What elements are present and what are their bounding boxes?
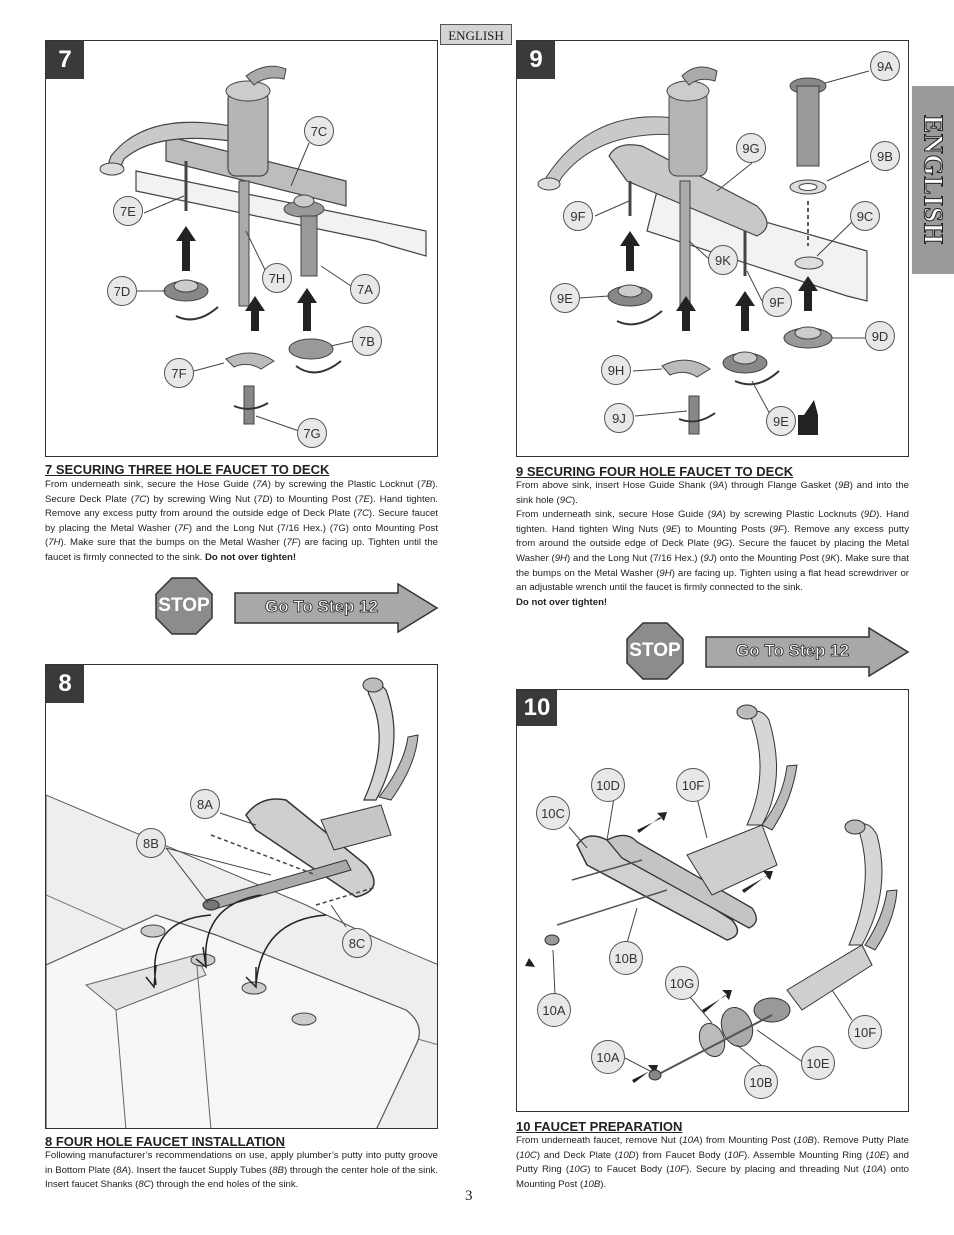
step-10-number: 10 — [517, 690, 557, 726]
callout-10e: 10E — [801, 1046, 835, 1080]
go-to-step-12-arrow-2: Go To Step 12 — [704, 627, 910, 677]
callout-8b: 8B — [136, 828, 166, 858]
go-to-step-12-arrow-1: Go To Step 12 — [233, 583, 439, 633]
callout-9e-top: 9E — [550, 283, 580, 313]
callout-10b-top: 10B — [609, 941, 643, 975]
callout-9d: 9D — [865, 321, 895, 351]
stop-sign-1: STOP — [155, 577, 213, 635]
callout-7f: 7F — [164, 358, 194, 388]
side-language-tab: ENGLISH — [912, 86, 954, 274]
callout-10c: 10C — [536, 796, 570, 830]
step-9-drawing — [537, 66, 870, 435]
step-9-heading: 9 SECURING FOUR HOLE FAUCET TO DECK — [516, 464, 794, 479]
step-7-illustration: 7 — [45, 40, 438, 457]
language-label: ENGLISH — [440, 24, 512, 45]
step-9-number: 9 — [517, 41, 555, 79]
callout-9k: 9K — [708, 245, 738, 275]
callout-10a-top: 10A — [537, 993, 571, 1027]
step-9-text: From above sink, insert Hose Guide Shank… — [516, 480, 910, 608]
callout-7b: 7B — [352, 326, 382, 356]
callout-10a-bottom: 10A — [591, 1040, 625, 1074]
callout-7d: 7D — [107, 276, 137, 306]
callout-10f-bottom: 10F — [848, 1015, 882, 1049]
step-10-text: From underneath faucet, remove Nut (10A)… — [516, 1135, 910, 1190]
callout-9f-right: 9F — [762, 287, 792, 317]
callout-9c: 9C — [850, 201, 880, 231]
step-7-drawing — [99, 65, 427, 432]
step-7-text: From underneath sink, secure the Hose Gu… — [45, 479, 438, 563]
callout-8a: 8A — [190, 789, 220, 819]
side-tab-label: ENGLISH — [918, 114, 949, 246]
step-8-number: 8 — [46, 665, 84, 703]
step-10-illustration: 10 — [516, 689, 909, 1112]
callout-9h: 9H — [601, 355, 631, 385]
step-8-text: Following manufacturer’s recommendations… — [45, 1150, 438, 1191]
step-8-drawing — [46, 677, 437, 1128]
callout-7a: 7A — [350, 274, 380, 304]
step-10-drawing — [525, 704, 898, 1083]
callout-9a: 9A — [870, 51, 900, 81]
callout-10f-top: 10F — [676, 768, 710, 802]
callout-9g: 9G — [736, 133, 766, 163]
callout-7g: 7G — [297, 418, 327, 448]
step-7-number: 7 — [46, 41, 84, 79]
callout-8c: 8C — [342, 928, 372, 958]
step-7-heading: 7 SECURING THREE HOLE FAUCET TO DECK — [45, 462, 330, 477]
step-8-illustration: 8 — [45, 664, 438, 1129]
callout-7h: 7H — [262, 263, 292, 293]
stop-sign-2: STOP — [626, 622, 684, 680]
callout-10g: 10G — [665, 966, 699, 1000]
callout-7e: 7E — [113, 196, 143, 226]
callout-9f-left: 9F — [563, 201, 593, 231]
callout-10d: 10D — [591, 768, 625, 802]
step-10-heading: 10 FAUCET PREPARATION — [516, 1119, 683, 1134]
callout-9e-bottom: 9E — [766, 406, 796, 436]
callout-10b-bottom: 10B — [744, 1065, 778, 1099]
page-number: 3 — [465, 1188, 473, 1204]
step-9-illustration: 9 — [516, 40, 909, 457]
step-8-heading: 8 FOUR HOLE FAUCET INSTALLATION — [45, 1134, 286, 1149]
callout-7c: 7C — [304, 116, 334, 146]
callout-9b: 9B — [870, 141, 900, 171]
callout-9j: 9J — [604, 403, 634, 433]
